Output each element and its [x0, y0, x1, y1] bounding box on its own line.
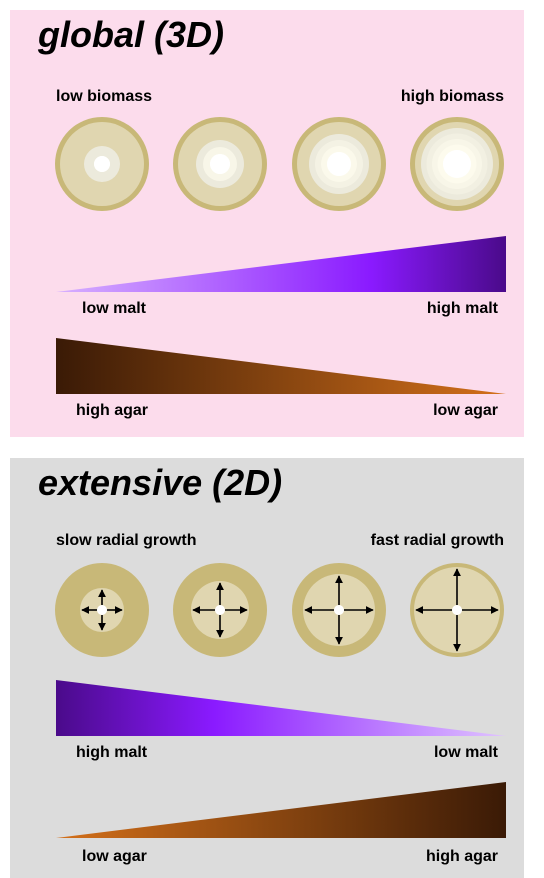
global-colony — [173, 117, 267, 211]
extensive-agar-left-label: low agar — [82, 848, 147, 865]
global-title: global (3D) — [38, 14, 224, 55]
biomass-center — [443, 150, 471, 178]
extensive-title: extensive (2D) — [38, 462, 283, 503]
biomass-center — [327, 152, 351, 176]
extensive-colony-row — [55, 563, 504, 657]
global-malt-right-label: high malt — [426, 300, 498, 317]
extensive-colony — [55, 563, 149, 657]
inoculum-point — [334, 605, 344, 615]
global-colony — [55, 117, 149, 211]
inoculum-point — [97, 605, 107, 615]
inoculum-point — [215, 605, 225, 615]
fast-growth-label: fast radial growth — [370, 532, 504, 549]
global-colony — [292, 117, 386, 211]
extensive-malt-left-label: high malt — [76, 744, 148, 761]
global-agar-right-label: low agar — [433, 402, 498, 419]
extensive-malt-right-label: low malt — [433, 744, 498, 761]
biomass-center — [210, 154, 230, 174]
extensive-malt-wedge — [56, 680, 506, 736]
biomass-center — [94, 156, 110, 172]
extensive-colony — [292, 563, 386, 657]
global-agar-left-label: high agar — [76, 402, 149, 419]
extensive-diagram — [55, 563, 506, 838]
extensive-colony — [173, 563, 267, 657]
global-colony — [410, 117, 504, 211]
global-panel: global (3D) low biomass high biomass low… — [10, 10, 524, 437]
extensive-colony — [410, 563, 504, 657]
global-malt-left-label: low malt — [82, 300, 147, 317]
high-biomass-label: high biomass — [400, 88, 504, 105]
inoculum-point — [452, 605, 462, 615]
slow-growth-label: slow radial growth — [56, 532, 197, 549]
global-agar-wedge — [56, 338, 506, 394]
extensive-panel: extensive (2D) slow radial growth fast r… — [10, 458, 524, 878]
extensive-agar-right-label: high agar — [425, 848, 498, 865]
global-colony-row — [55, 117, 504, 211]
extensive-agar-wedge — [56, 782, 506, 838]
global-diagram — [55, 117, 506, 394]
global-malt-wedge — [56, 236, 506, 292]
low-biomass-label: low biomass — [56, 88, 153, 105]
